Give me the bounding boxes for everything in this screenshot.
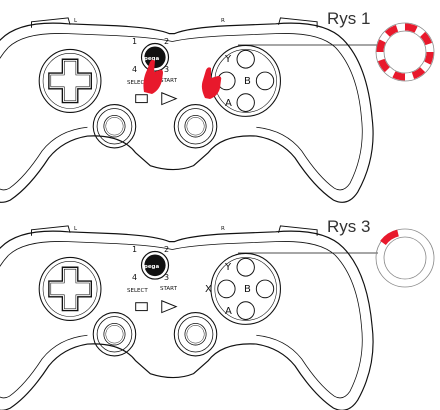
gamepad-illustration-2 bbox=[0, 225, 374, 410]
button-y-label: Y bbox=[224, 54, 232, 65]
figure-2: L R ipega 1 2 4 3 SELECT START Y X B A R… bbox=[0, 217, 435, 410]
led-number-4-fig2: 4 bbox=[132, 273, 137, 282]
led-ring-icon bbox=[375, 22, 435, 82]
button-x-label-2: X bbox=[205, 284, 212, 295]
caption-rys-3: Rys 3 bbox=[327, 217, 370, 236]
shoulder-right-label-2: R bbox=[221, 226, 225, 232]
start-label: START bbox=[160, 78, 178, 84]
shoulder-left-label-2: L bbox=[74, 226, 78, 232]
start-label-2: START bbox=[160, 286, 178, 292]
button-a-label: A bbox=[225, 98, 232, 109]
led-number-4: 4 bbox=[132, 65, 137, 74]
button-y-label-2: Y bbox=[224, 262, 232, 273]
figure-1: L R ipega 1 2 4 3 SELECT START Y X B A R… bbox=[0, 9, 435, 203]
led-number-2-fig2: 2 bbox=[164, 245, 169, 254]
select-label: SELECT bbox=[127, 80, 148, 86]
caption-rys-1: Rys 1 bbox=[327, 9, 370, 28]
led-ring-icon-2 bbox=[375, 228, 435, 288]
button-b-label-2: B bbox=[244, 284, 251, 295]
hand-pointer-icon bbox=[143, 59, 222, 99]
button-a-label-2: A bbox=[225, 306, 232, 317]
led-number-3-fig2: 3 bbox=[164, 273, 169, 282]
led-number-1-fig2: 1 bbox=[132, 245, 137, 254]
led-number-1: 1 bbox=[132, 37, 137, 46]
logo-label: ipega bbox=[142, 56, 159, 62]
select-label-2: SELECT bbox=[127, 288, 148, 294]
button-b-label: B bbox=[244, 76, 251, 87]
logo-label-2: ipega bbox=[142, 264, 159, 270]
shoulder-left-label: L bbox=[74, 18, 78, 24]
led-number-3: 3 bbox=[164, 65, 169, 74]
led-number-2: 2 bbox=[164, 37, 169, 46]
gamepad-illustration-1 bbox=[0, 17, 374, 203]
shoulder-right-label: R bbox=[221, 18, 225, 24]
